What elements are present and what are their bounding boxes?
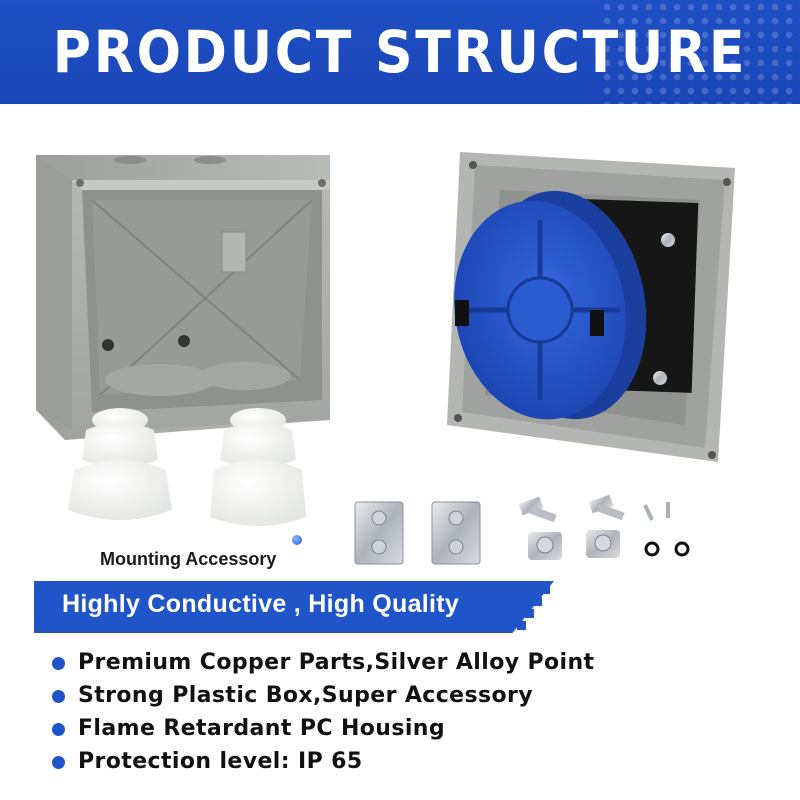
product-photo <box>36 152 735 565</box>
mounting-plates <box>354 501 481 565</box>
feature-list: Premium Copper Parts,Silver Alloy Point … <box>52 646 752 778</box>
cable-gland-seals <box>68 408 306 526</box>
accessory-caption: Mounting Accessory <box>100 549 277 569</box>
feature-text: Strong Plastic Box,Super Accessory <box>78 683 533 708</box>
feature-text: Protection level: IP 65 <box>78 749 363 774</box>
feature-banner-text: Highly Conductive , High Quality <box>62 590 460 618</box>
feature-banner <box>34 581 554 633</box>
open-enclosure-box <box>36 155 330 440</box>
feature-text: Premium Copper Parts,Silver Alloy Point <box>78 650 595 675</box>
list-item: Strong Plastic Box,Super Accessory <box>52 679 752 712</box>
dot-bullet-icon <box>52 657 65 670</box>
screws-and-nuts <box>518 494 690 560</box>
feature-text: Flame Retardant PC Housing <box>78 716 445 741</box>
header-banner: PRODUCT STRUCTURE <box>0 0 800 104</box>
list-item: Flame Retardant PC Housing <box>52 712 752 745</box>
page-title: PRODUCT STRUCTURE <box>52 18 748 86</box>
rotary-switch-body <box>454 190 675 420</box>
list-item: Premium Copper Parts,Silver Alloy Point <box>52 646 752 679</box>
checkered-stripes-icon <box>503 585 550 630</box>
dot-bullet-icon <box>52 756 65 769</box>
accessory-dot-icon <box>292 535 302 545</box>
header-dot-pattern <box>600 0 800 104</box>
enclosure-with-switch <box>447 152 735 462</box>
dot-bullet-icon <box>52 723 65 736</box>
dot-bullet-icon <box>52 690 65 703</box>
list-item: Protection level: IP 65 <box>52 745 752 778</box>
